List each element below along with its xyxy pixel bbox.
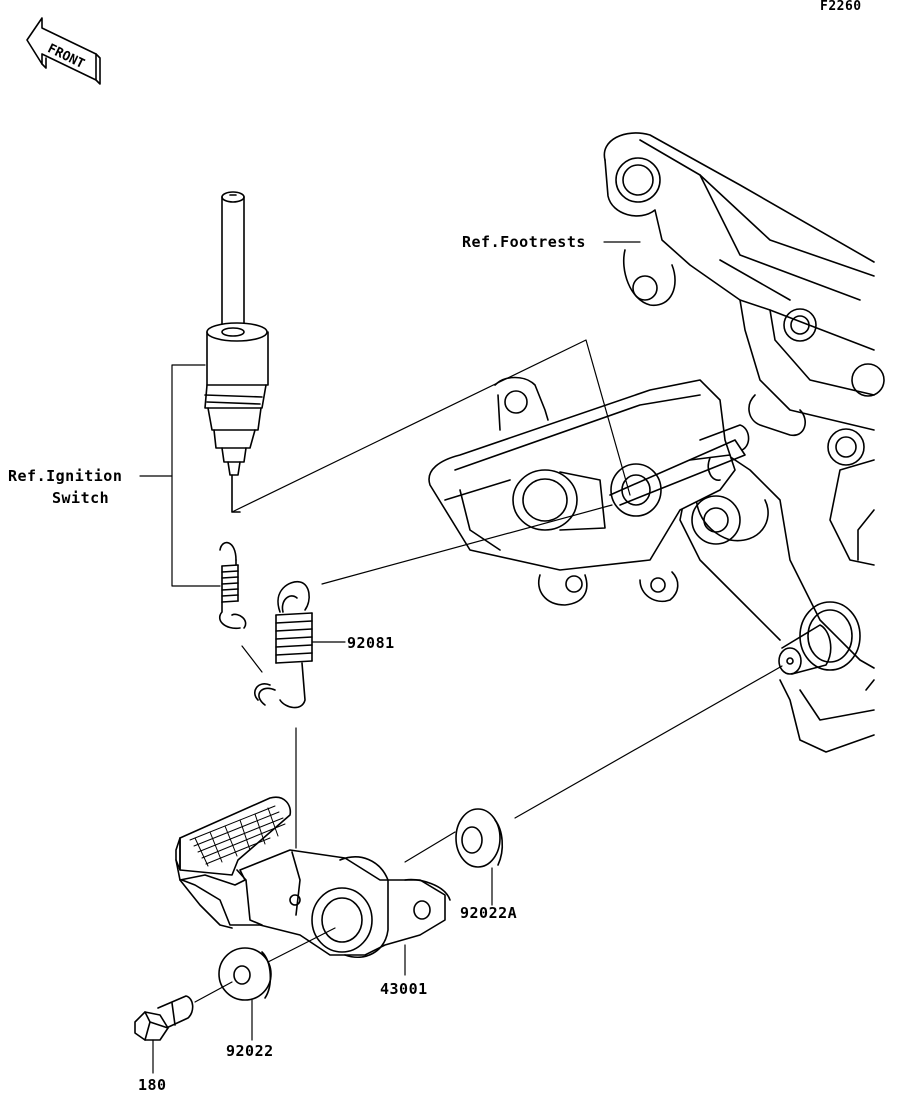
- bolt-180: [134, 995, 194, 1041]
- switch-bracket: [428, 376, 750, 606]
- label-ref-ignition-line2: Switch: [52, 489, 110, 507]
- front-arrow-icon: FRONT: [26, 17, 101, 85]
- pedal-grip-pattern: [189, 805, 286, 867]
- small-spring: [218, 541, 247, 630]
- label-ref-ignition-line1: Ref.Ignition: [8, 467, 123, 485]
- diagram-code: F2260: [820, 0, 862, 14]
- label-part-92022A: 92022A: [460, 904, 518, 922]
- label-part-180: 180: [138, 1076, 167, 1094]
- washer-92022A: [455, 808, 504, 868]
- brake-light-switch: [204, 191, 269, 513]
- return-spring-92081: [254, 581, 313, 709]
- washer-92022: [218, 947, 272, 1001]
- label-ref-footrests: Ref.Footrests: [462, 233, 586, 251]
- brake-pedal-43001: [175, 796, 451, 959]
- label-part-43001: 43001: [380, 980, 428, 998]
- label-part-92081: 92081: [347, 634, 395, 652]
- leader-lines: [139, 241, 783, 1074]
- label-part-92022: 92022: [226, 1042, 274, 1060]
